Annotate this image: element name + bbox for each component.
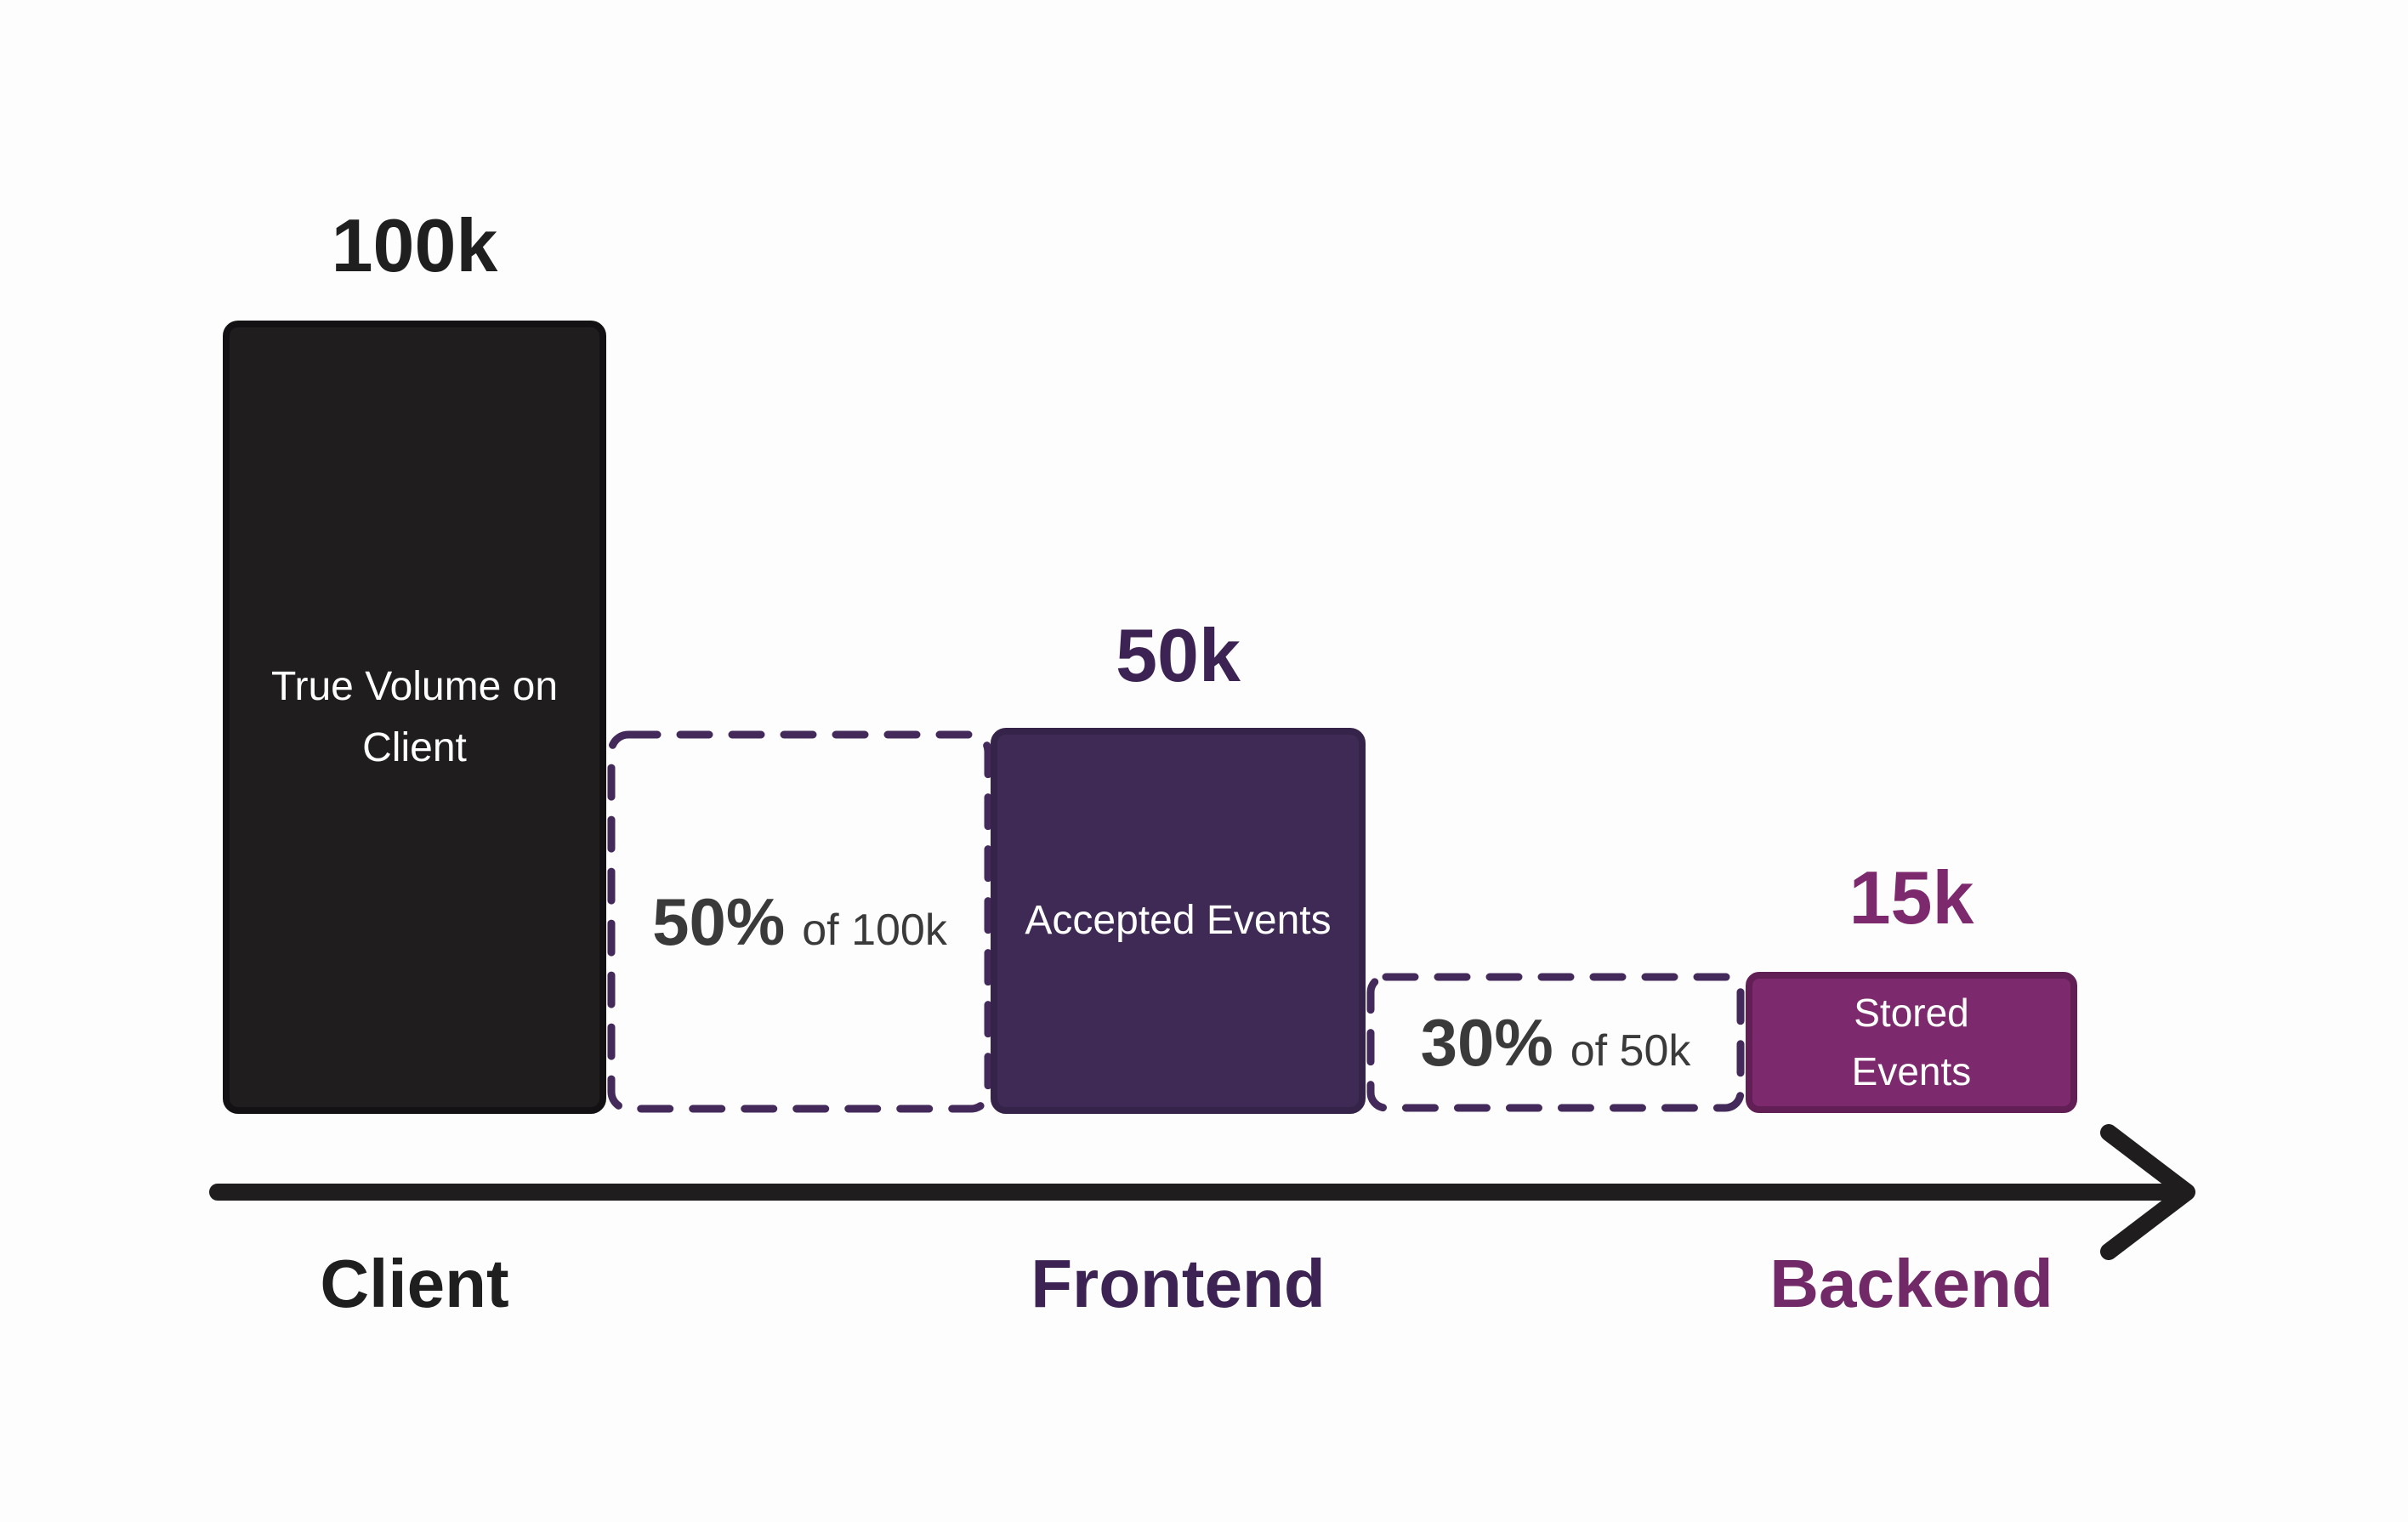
axis-label-backend: Backend [1769, 1246, 2053, 1321]
value-label-client: 100k [331, 203, 498, 287]
dropoff-label-frontend-backend: 30% of 50k [1421, 1004, 1691, 1082]
value-label-backend: 15k [1849, 855, 1974, 940]
bar-frontend-label: Accepted Events [1025, 898, 1332, 943]
bar-stored-events: Stored Events [1746, 972, 2077, 1113]
value-label-frontend: 50k [1116, 613, 1241, 697]
dropoff-box-client-frontend: 50% of 100k [606, 730, 993, 1114]
dropoff-box-frontend-backend: 30% of 50k [1366, 972, 1746, 1113]
bar-accepted-events: Accepted Events [991, 728, 1366, 1114]
dropoff-percent: 30% [1420, 1004, 1553, 1080]
dashed-border [607, 730, 992, 1113]
bar-client-volume: True Volume on Client [223, 321, 606, 1114]
dropoff-basis: of 50k [1570, 1025, 1691, 1076]
dropoff-basis: of 100k [802, 905, 947, 955]
dropoff-label-client-frontend: 50% of 100k [652, 883, 947, 961]
dashed-border [1366, 973, 1745, 1112]
axis-label-client: Client [320, 1246, 509, 1321]
axis-label-frontend: Frontend [1031, 1246, 1326, 1321]
bar-backend-label: Stored Events [1851, 991, 1972, 1093]
dropoff-percent: 50% [652, 883, 786, 959]
bar-client-label: True Volume on Client [270, 663, 559, 770]
flow-arrow-icon [209, 1124, 2195, 1260]
